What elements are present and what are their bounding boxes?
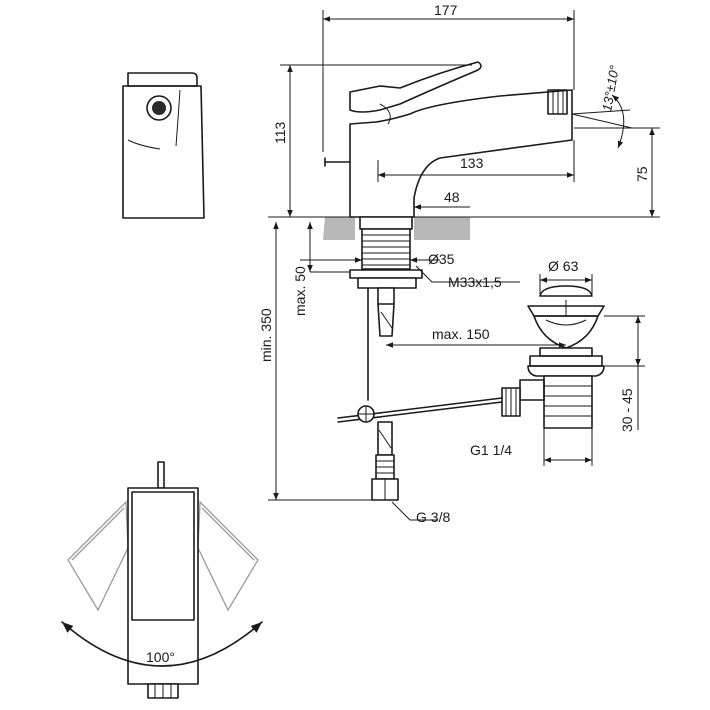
spout-reach-label: 133 — [460, 155, 484, 171]
waste-thread-label: G1 1/4 — [470, 442, 512, 458]
supply-thread-label: G 3/8 — [416, 509, 450, 525]
side-view-faucet — [290, 61, 660, 501]
front-view — [122, 72, 205, 219]
overall-height-label: 113 — [272, 121, 288, 144]
lever-rotation-label: 100° — [146, 649, 175, 665]
base-offset-label: 48 — [444, 189, 460, 205]
spray-angle-label: 13°±10° — [599, 64, 622, 112]
dimension-lines — [268, 10, 660, 521]
body-diameter-label: Ø35 — [428, 251, 455, 267]
thread-label: M33x1,5 — [448, 274, 502, 290]
max-linkage-label: max. 150 — [432, 326, 490, 342]
max-deck-label: max. 50 — [292, 266, 308, 316]
top-view-rotation — [61, 461, 263, 699]
waste-diameter-label: Ø 63 — [548, 258, 579, 274]
overall-length-label: 177 — [434, 2, 458, 18]
spout-height-label: 75 — [634, 166, 650, 182]
waste-assembly — [337, 285, 605, 429]
min-supply-label: min. 350 — [258, 308, 274, 362]
waste-range-label: 30 - 45 — [619, 388, 635, 432]
